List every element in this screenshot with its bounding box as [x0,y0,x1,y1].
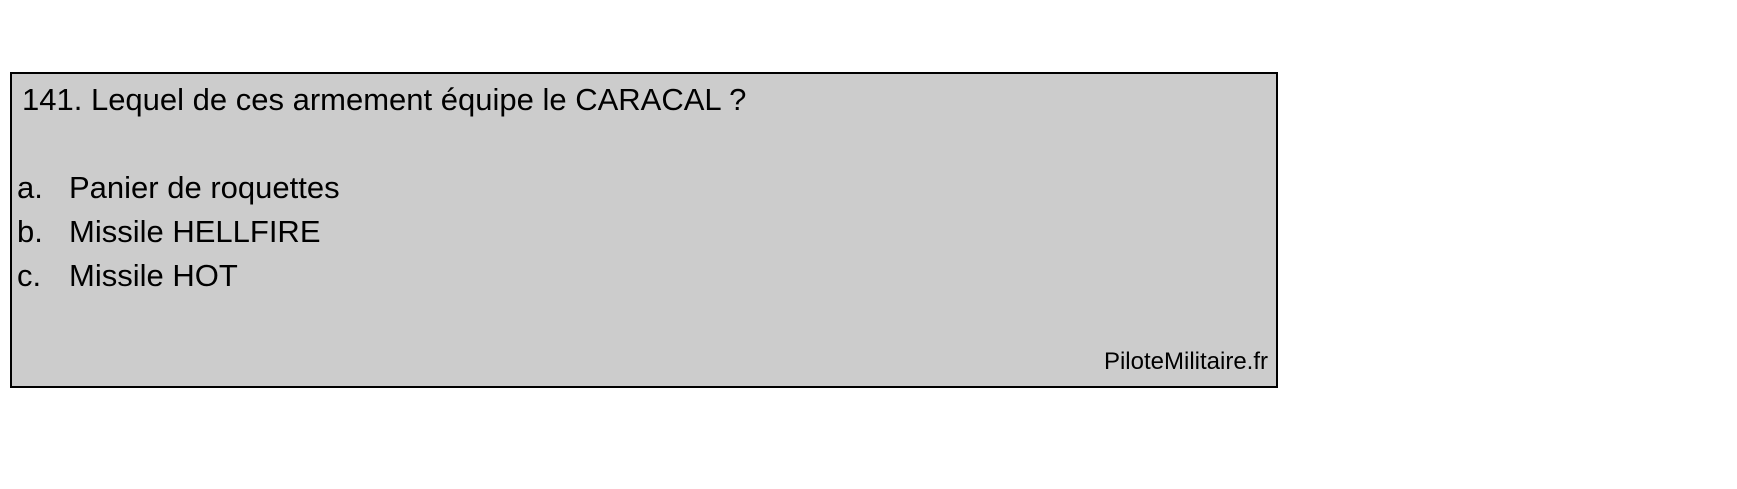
question-title: 141. Lequel de ces armement équipe le CA… [22,82,747,117]
answer-option-letter: c. [17,258,42,293]
site-watermark: PiloteMilitaire.fr [1103,348,1268,375]
answer-option-text: Panier de roquettes [69,170,340,205]
answer-option-text: Missile HOT [69,258,238,293]
answer-options-list: a. Panier de roquettes b. Missile HELLFI… [17,172,340,304]
answer-option-text: Missile HELLFIRE [69,214,321,249]
question-card: 141. Lequel de ces armement équipe le CA… [10,72,1278,388]
answer-option-a[interactable]: a. Panier de roquettes [17,172,340,216]
answer-option-letter: a. [17,170,43,205]
answer-option-letter: b. [17,214,43,249]
answer-option-c[interactable]: c. Missile HOT [17,260,340,304]
answer-option-b[interactable]: b. Missile HELLFIRE [17,216,340,260]
